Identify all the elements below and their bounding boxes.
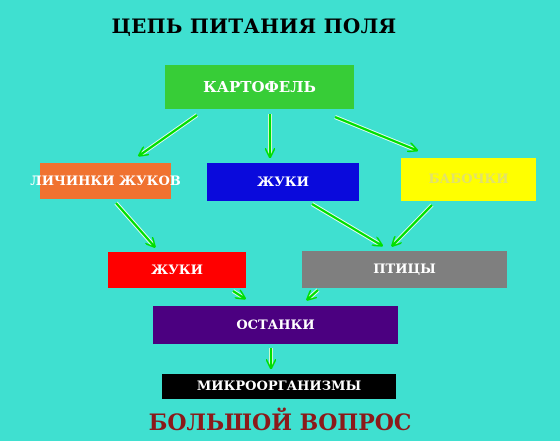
arrow-potato-butterflies xyxy=(334,115,416,150)
node-microorganisms: МИКРООРГАНИЗМЫ xyxy=(162,374,396,399)
footer-caption: БОЛЬШОЙ ВОПРОС xyxy=(148,410,412,436)
arrow-butterflies-birds xyxy=(393,204,433,245)
node-potato: КАРТОФЕЛЬ xyxy=(165,65,354,109)
node-birds: ПТИЦЫ xyxy=(302,251,507,288)
node-beetles-bottom: ЖУКИ xyxy=(108,252,246,288)
node-larvae-label: ЛИЧИНКИ ЖУКОВ xyxy=(30,173,181,189)
node-beetles-bottom-label: ЖУКИ xyxy=(151,262,203,278)
node-remains-label: ОСТАНКИ xyxy=(236,317,315,333)
node-larvae: ЛИЧИНКИ ЖУКОВ xyxy=(30,163,181,199)
node-butterflies: БАБОЧКИ xyxy=(401,158,536,201)
arrow-larvae-beetles xyxy=(115,202,154,246)
node-remains: ОСТАНКИ xyxy=(153,306,398,344)
arrow-beetles-remains xyxy=(232,291,244,298)
node-microorganisms-label: МИКРООРГАНИЗМЫ xyxy=(196,379,362,394)
node-potato-label: КАРТОФЕЛЬ xyxy=(203,78,316,96)
arrow-birds-remains xyxy=(308,289,319,299)
diagram-title: ЦЕПЬ ПИТАНИЯ ПОЛЯ xyxy=(111,14,397,38)
arrow-potato-larvae xyxy=(140,114,198,155)
node-beetles-top: ЖУКИ xyxy=(207,163,359,201)
arrow-beetles-birds xyxy=(311,202,381,245)
node-birds-label: ПТИЦЫ xyxy=(373,262,436,277)
node-butterflies-label: БАБОЧКИ xyxy=(428,172,509,187)
node-beetles-top-label: ЖУКИ xyxy=(257,174,309,190)
